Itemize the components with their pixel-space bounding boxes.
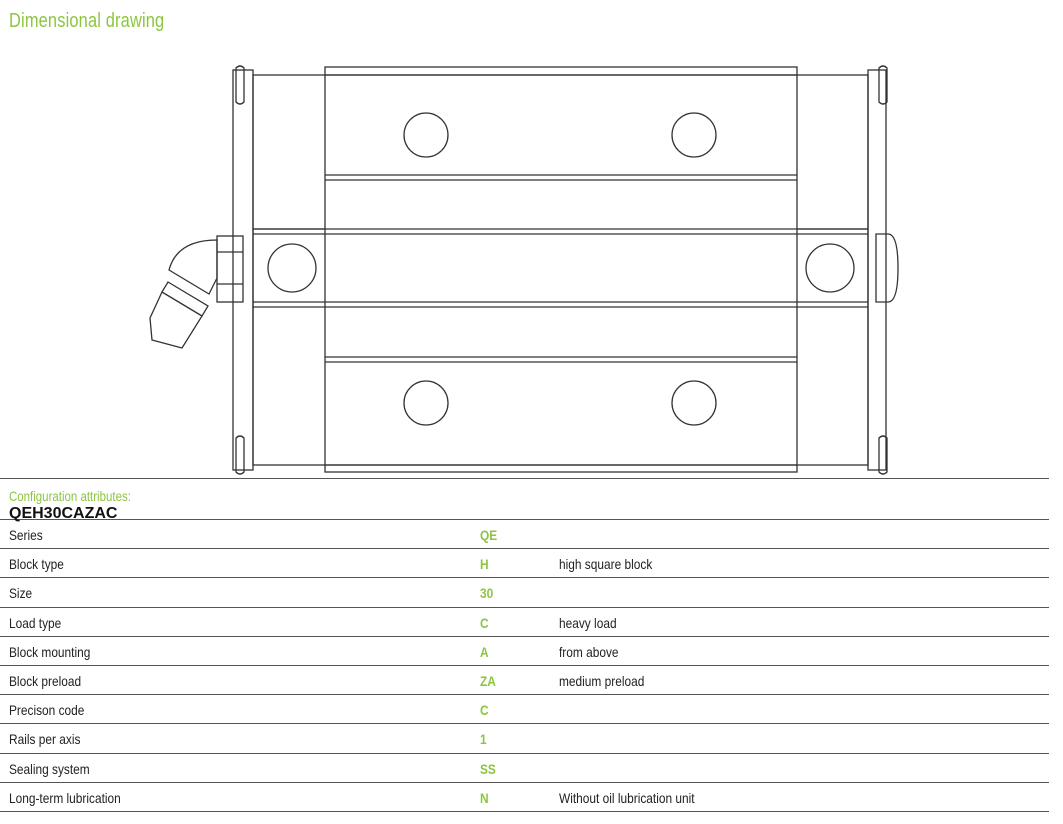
attribute-code: N [480, 789, 489, 806]
attribute-name: Block type [9, 556, 64, 573]
attribute-code: SS [480, 760, 496, 777]
attribute-code: 30 [480, 585, 494, 602]
mounting-hole [671, 380, 717, 426]
attribute-description: Without oil lubrication unit [559, 789, 695, 806]
attribute-name: Block preload [9, 672, 82, 689]
end-hole [267, 243, 317, 293]
mounting-hole [403, 380, 449, 426]
end-hole [805, 243, 855, 293]
attribute-description: heavy load [559, 614, 617, 631]
attribute-name: Load type [9, 614, 62, 631]
grease-nipple-elbow [168, 239, 218, 295]
block-body [252, 74, 869, 466]
config-label: Configuration attributes: [9, 488, 131, 504]
block-center [324, 66, 798, 473]
mounting-hole [671, 112, 717, 158]
config-row: Size 30 [0, 578, 1049, 608]
right-end-cap [867, 69, 887, 471]
configuration-table: Configuration attributes: QEH30CAZAC Ser… [0, 478, 1049, 812]
grease-nipple-head [149, 291, 203, 349]
attribute-name: Size [9, 585, 33, 602]
config-row: Block preload ZA medium preload [0, 666, 1049, 696]
config-code: QEH30CAZAC [9, 505, 118, 522]
attribute-code: H [480, 556, 489, 573]
attribute-name: Sealing system [9, 760, 90, 777]
dimensional-drawing [149, 65, 899, 475]
config-row: Long-term lubrication N Without oil lubric… [0, 783, 1049, 812]
attribute-name: Long-term lubrication [9, 789, 121, 806]
config-row: Precison code C [0, 695, 1049, 725]
attribute-code: C [480, 702, 489, 719]
attribute-description: from above [559, 643, 619, 660]
grease-nipple-hex [216, 235, 244, 303]
attribute-name: Block mounting [9, 643, 91, 660]
config-row: Rails per axis 1 [0, 724, 1049, 754]
end-plug [875, 233, 899, 303]
attribute-code: QE [480, 527, 498, 543]
attribute-code: ZA [480, 672, 496, 689]
config-header: Configuration attributes: QEH30CAZAC [0, 478, 1049, 522]
attribute-code: 1 [480, 731, 487, 748]
config-row: Series QE [0, 520, 1049, 550]
attribute-code: C [480, 614, 489, 631]
attribute-name: Series [9, 527, 43, 543]
config-row: Sealing system SS [0, 754, 1049, 783]
attribute-description: medium preload [559, 672, 645, 689]
attribute-description: high square block [559, 556, 653, 573]
mounting-hole [403, 112, 449, 158]
attribute-name: Rails per axis [9, 731, 81, 748]
attribute-code: A [480, 643, 489, 660]
attribute-name: Precison code [9, 702, 85, 719]
section-title: Dimensional drawing [9, 10, 165, 32]
